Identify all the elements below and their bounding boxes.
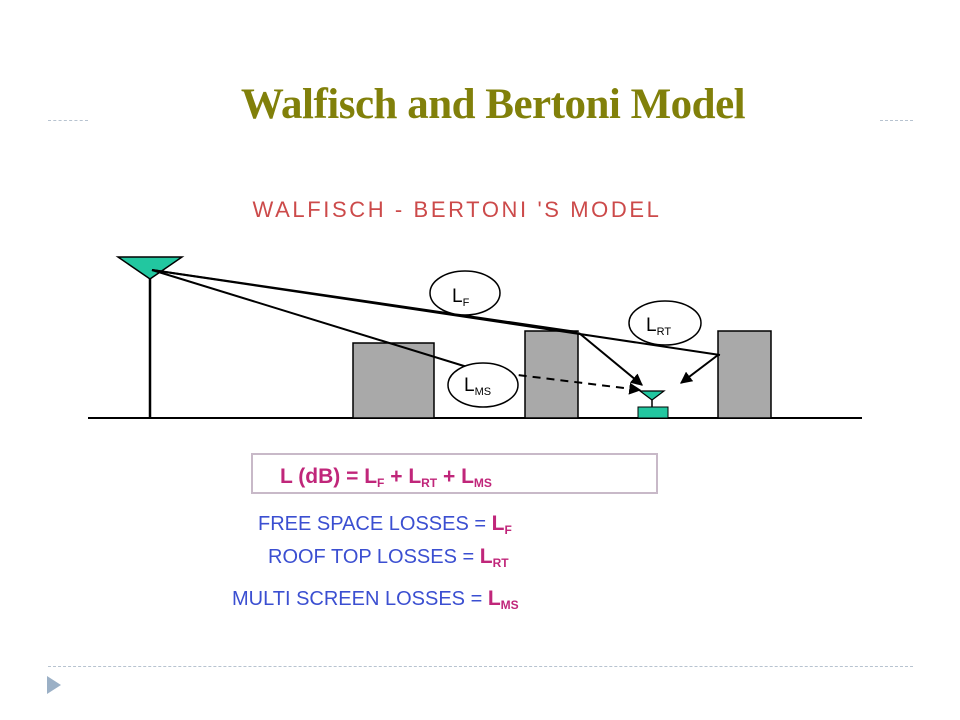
formula-box xyxy=(251,453,658,494)
legend-multi-screen: MULTI SCREEN LOSSES = LMS xyxy=(232,587,519,612)
formula: L (dB) = LF + LRT + LMS xyxy=(280,465,492,490)
lrt-bubble xyxy=(628,300,702,346)
diagram-heading: WALFISCH - BERTONI 'S MODEL xyxy=(253,197,662,222)
diffraction-ray-rooftop xyxy=(578,332,643,386)
transmitter-antenna-icon xyxy=(115,256,185,280)
building-3 xyxy=(717,330,772,419)
ray-to-rooftop xyxy=(151,269,578,333)
legend-free-space: FREE SPACE LOSSES = LF xyxy=(258,512,512,537)
reflection-ray xyxy=(680,354,719,384)
ray-direct xyxy=(151,269,478,371)
top-rule-left xyxy=(48,120,88,121)
top-rule-right xyxy=(880,120,913,121)
triangle-right-icon[interactable] xyxy=(46,675,62,695)
lms-bubble xyxy=(447,362,519,408)
lf-label: LF xyxy=(452,286,470,309)
lrt-label: LRT xyxy=(646,315,671,338)
lms-label: LMS xyxy=(464,375,491,398)
lf-bubble xyxy=(429,270,501,316)
legend-roof-top: ROOF TOP LOSSES = LRT xyxy=(268,545,509,570)
receiver-antenna-icon xyxy=(638,390,666,401)
slide-title: Walfisch and Bertoni Model xyxy=(240,81,746,128)
building-1 xyxy=(352,342,435,419)
building-2 xyxy=(524,330,579,419)
bottom-rule xyxy=(48,666,913,667)
receiver-base xyxy=(637,406,669,419)
